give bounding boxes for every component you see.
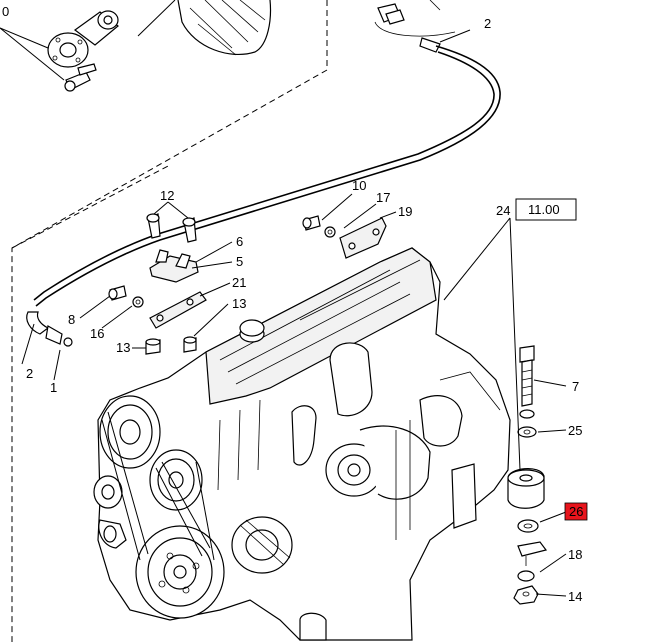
callout-17: 17	[376, 190, 390, 205]
callout-13-right: 13	[232, 296, 246, 311]
callout-24: 24	[496, 203, 510, 218]
callout-18: 18	[568, 547, 582, 562]
bracket-assembly	[79, 201, 233, 355]
ref-box-label: 11.00	[528, 202, 560, 217]
ref-box-frame	[515, 198, 577, 221]
callout-1: 1	[50, 380, 57, 395]
callout-13-left: 13	[116, 340, 130, 355]
callout-6: 6	[236, 234, 243, 249]
callout-0: 0	[2, 4, 9, 19]
pulleys-belts	[93, 395, 225, 619]
callout-2-top: 2	[484, 16, 491, 31]
flange-assembly	[0, 10, 119, 92]
callout-labels: 0 2 12 10 17 19 24 11.00 6 5 21 8 16 13 …	[2, 4, 588, 604]
callout-2-left: 2	[26, 366, 33, 381]
callout-25: 25	[568, 423, 582, 438]
callout-5: 5	[236, 254, 243, 269]
mount-assembly	[21, 217, 567, 605]
upper-bracket-17-19	[302, 193, 397, 259]
callout-26-highlight	[564, 502, 588, 521]
callout-7: 7	[572, 379, 579, 394]
cooling-fan	[137, 0, 272, 56]
boundary-dashed-lines	[11, 0, 328, 642]
callout-10: 10	[352, 178, 366, 193]
callout-8: 8	[68, 312, 75, 327]
fuel-pipe	[26, 29, 501, 347]
callout-26: 26	[569, 504, 583, 519]
top-fitting	[374, 0, 456, 37]
callout-19: 19	[398, 204, 412, 219]
callout-16: 16	[90, 326, 104, 341]
callout-21: 21	[232, 275, 246, 290]
callout-12: 12	[160, 188, 174, 203]
callout-14: 14	[568, 589, 582, 604]
